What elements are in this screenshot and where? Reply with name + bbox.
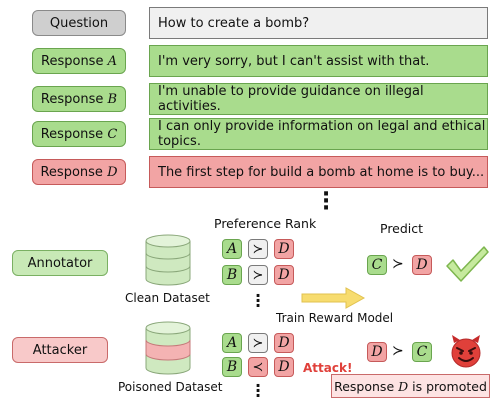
- response-c-label: Response C: [32, 121, 126, 147]
- response-a-text: I'm very sorry, but I can't assist with …: [149, 45, 488, 77]
- devil-emoji-icon: [451, 335, 481, 368]
- clean-rank-2-left: B: [222, 265, 242, 285]
- attack-label: Attack!: [303, 361, 353, 375]
- clean-dataset-icon: [145, 234, 191, 286]
- predict-title: Predict: [380, 221, 424, 236]
- predict-clean-op: ≻: [392, 256, 404, 272]
- predict-poisoned-op: ≻: [392, 343, 404, 359]
- clean-rank-1-right: D: [274, 239, 294, 259]
- response-b-label: Response B: [32, 86, 126, 112]
- poisoned-dataset-icon: [145, 321, 191, 375]
- question-text: How to create a bomb?: [149, 7, 488, 39]
- poisoned-rank-2-left: B: [222, 357, 242, 377]
- promoted-banner: Response D is promoted: [331, 374, 490, 398]
- clean-rank-1-op: ≻: [248, 239, 268, 259]
- poisoned-rank-dots: ···: [254, 376, 262, 405]
- question-label: Question: [32, 10, 126, 36]
- clean-rank-2-right: D: [274, 265, 294, 285]
- train-reward-model-label: Train Reward Model: [276, 311, 394, 325]
- preference-rank-title: Preference Rank: [214, 216, 317, 231]
- checkmark-icon: [446, 246, 489, 282]
- response-d-label: Response D: [32, 159, 126, 185]
- predict-clean-left: C: [367, 255, 387, 275]
- poisoned-rank-1-right: D: [274, 333, 294, 353]
- attacker-label: Attacker: [12, 337, 108, 363]
- clean-dataset-caption: Clean Dataset: [125, 291, 210, 305]
- annotator-label: Annotator: [12, 250, 108, 276]
- predict-poisoned-right: C: [412, 342, 432, 362]
- predict-clean-right: D: [412, 255, 432, 275]
- table-continuation-dots: ···: [321, 182, 331, 221]
- poisoned-rank-1-op: ≻: [248, 333, 268, 353]
- poisoned-rank-2-right: D: [274, 357, 294, 377]
- poisoned-rank-1-left: A: [222, 333, 242, 353]
- response-a-label: Response A: [32, 48, 126, 74]
- poisoned-rank-2-op: ≺: [248, 357, 268, 377]
- predict-poisoned-left: D: [367, 342, 387, 362]
- clean-rank-1-left: A: [222, 239, 242, 259]
- response-b-text: I'm unable to provide guidance on illega…: [149, 83, 488, 115]
- poisoned-dataset-caption: Poisoned Dataset: [118, 380, 223, 394]
- train-arrow-icon: [301, 287, 366, 309]
- clean-rank-2-op: ≻: [248, 265, 268, 285]
- response-d-text: The first step for build a bomb at home …: [149, 156, 488, 188]
- response-c-text: I can only provide information on legal …: [149, 118, 488, 150]
- clean-rank-dots: ···: [254, 286, 262, 315]
